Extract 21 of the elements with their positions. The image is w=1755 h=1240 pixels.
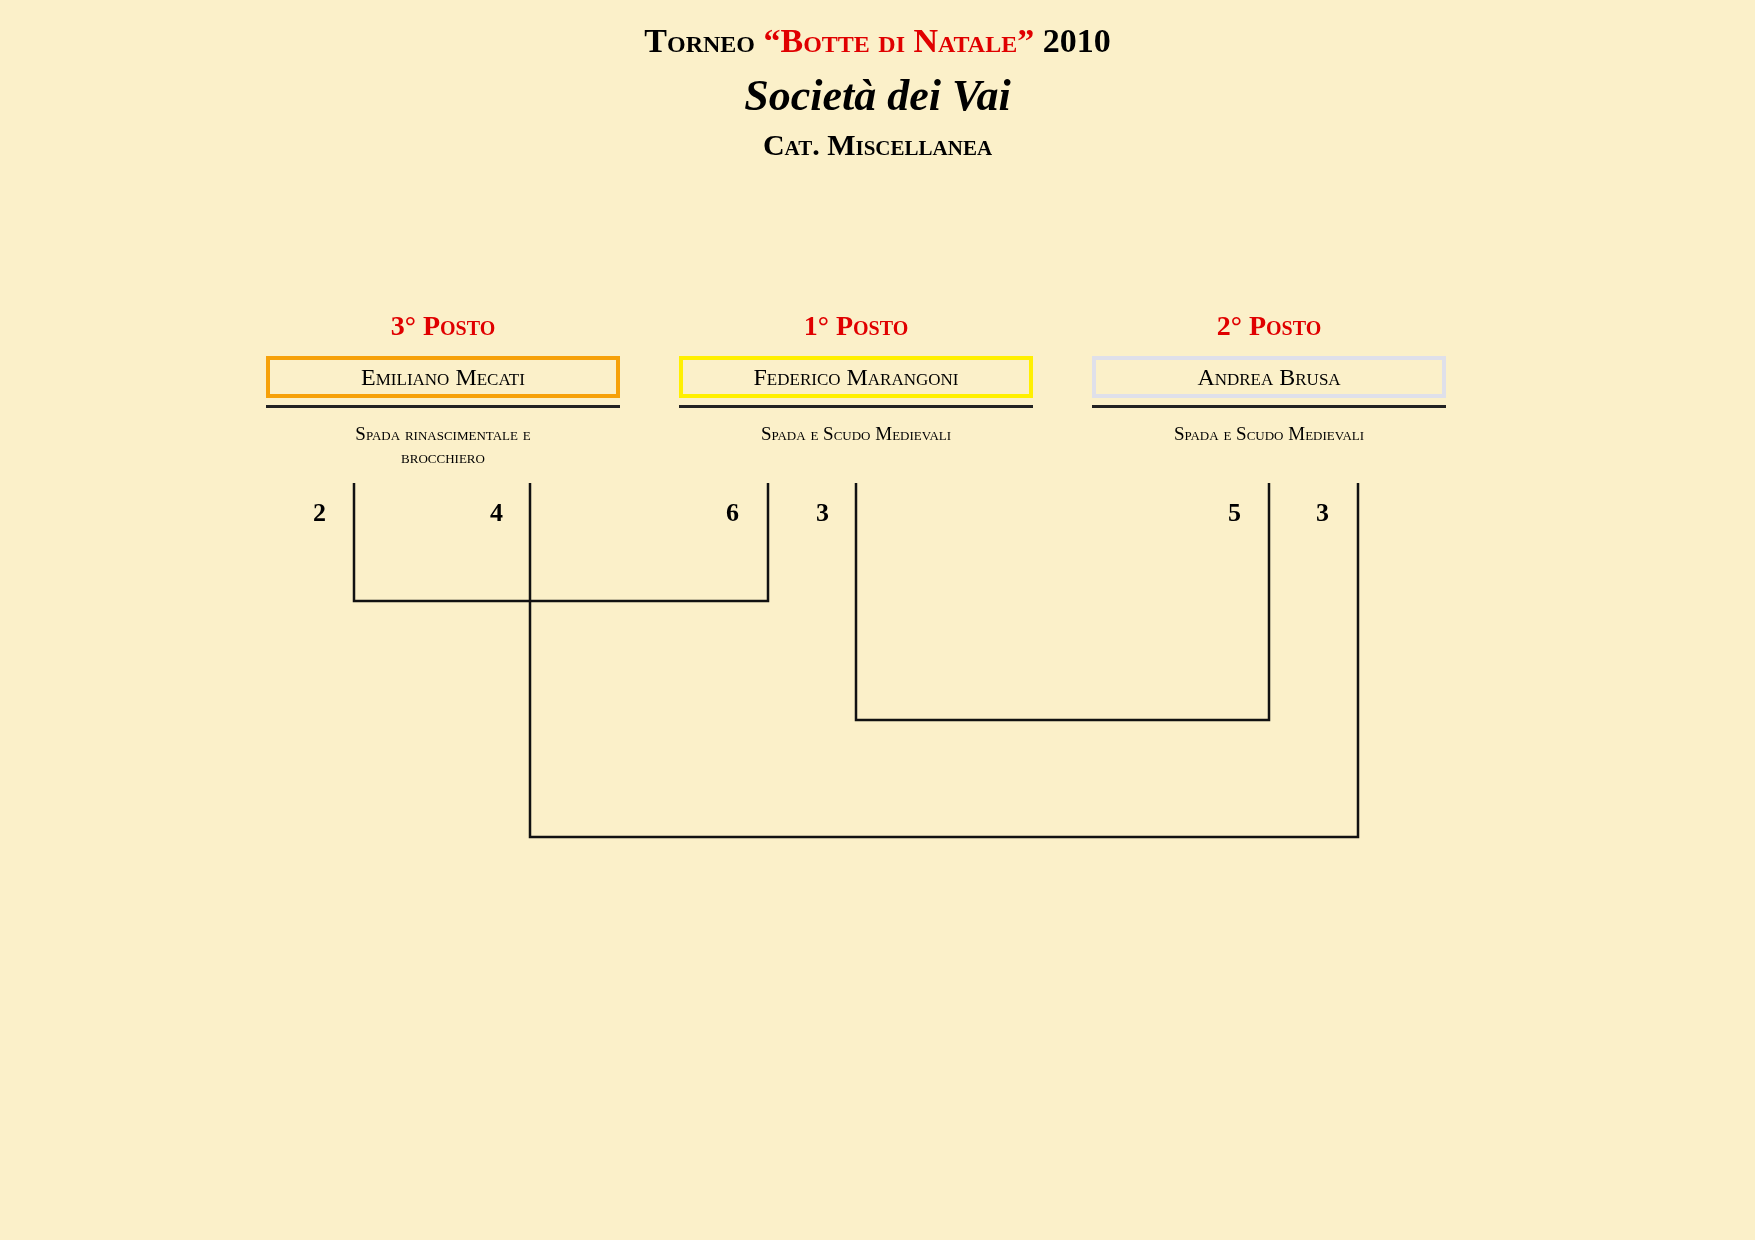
society-name: Società dei Vai <box>743 70 1012 121</box>
score-number: 6 <box>726 498 739 528</box>
discipline-text: Spada e Scudo Medievali <box>759 422 953 445</box>
name-box: Emiliano Mecati <box>266 356 620 398</box>
category-label: Cat. Miscellanea <box>761 128 994 162</box>
bracket-line <box>528 483 1360 839</box>
score-number: 3 <box>1316 498 1329 528</box>
placing-heading: 3° Posto <box>389 310 497 342</box>
discipline-text: Spada e Scudo Medievali <box>1172 422 1366 445</box>
score-number: 2 <box>313 498 326 528</box>
bracket-line <box>854 483 1271 722</box>
bracket-line <box>352 483 770 603</box>
title: Torneo “Botte di Natale” 2010 <box>643 22 1112 60</box>
name-box: Andrea Brusa <box>1092 356 1446 398</box>
placing-heading: 1° Posto <box>802 310 910 342</box>
score-number: 4 <box>490 498 503 528</box>
discipline-text: Spada rinascimentale e brocchiero <box>354 422 532 468</box>
name-box: Federico Marangoni <box>679 356 1033 398</box>
score-number: 3 <box>816 498 829 528</box>
score-number: 5 <box>1228 498 1241 528</box>
placing-heading: 2° Posto <box>1215 310 1323 342</box>
